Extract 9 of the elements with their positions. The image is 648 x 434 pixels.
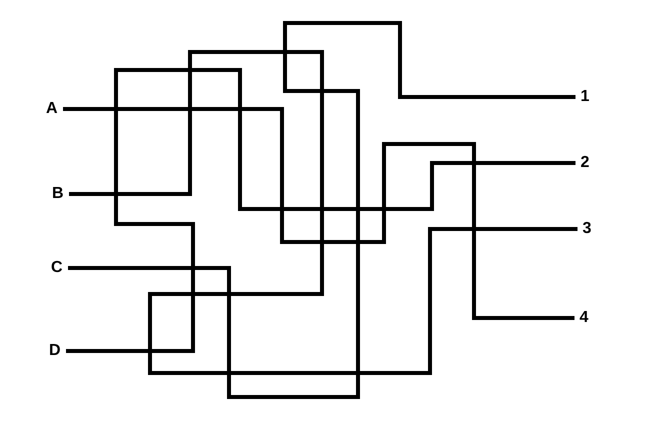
terminal-label: B [47, 186, 69, 202]
terminal-label: 2 [576, 155, 594, 171]
terminal-label: C [46, 260, 68, 276]
terminal-label: A [41, 101, 63, 117]
terminal-label: 3 [578, 221, 596, 237]
terminal-label: 1 [576, 89, 594, 105]
terminal-label: 4 [574, 310, 594, 326]
connector-line [63, 107, 574, 320]
terminal-label: D [44, 343, 66, 359]
